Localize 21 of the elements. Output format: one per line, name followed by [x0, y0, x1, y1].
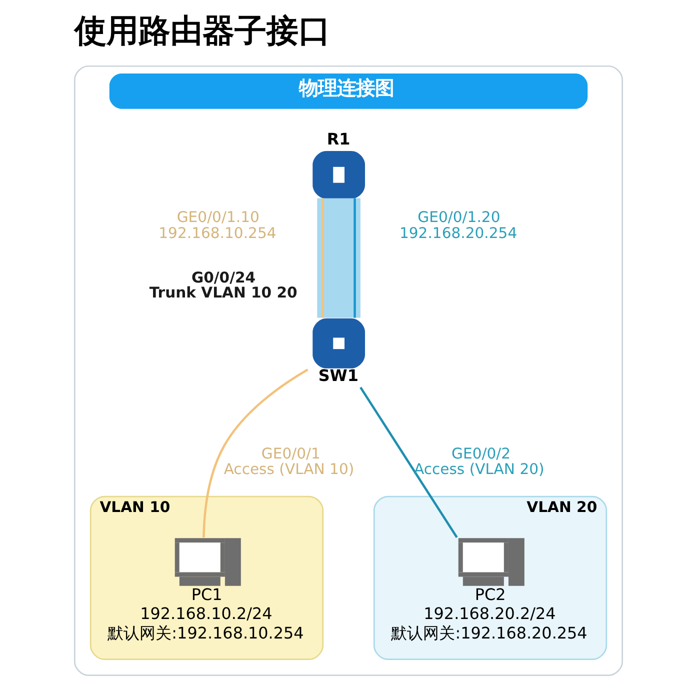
node-label: 默认网关:192.168.20.254: [391, 624, 588, 643]
node-box: [312, 318, 365, 368]
connector: [360, 386, 458, 538]
edge-label: GE0/0/2 Access (VLAN 20): [414, 445, 544, 478]
connector: [202, 368, 308, 538]
node-label: PC2: [474, 584, 506, 604]
node-label: R1: [326, 129, 350, 148]
edge-label: GE0/0/1.10 192.168.10.254: [158, 209, 276, 242]
node-label: SW1: [318, 366, 358, 386]
node-box: [312, 150, 365, 199]
edge-label: GE0/0/1.20 192.168.20.254: [399, 209, 518, 242]
node-label: PC1: [191, 584, 222, 604]
edge-label: G0/0/24 Trunk VLAN 10 20: [149, 270, 298, 302]
diagram-title: 使用路由器子接口: [74, 12, 331, 50]
connector: [354, 198, 356, 318]
edge-label: GE0/0/1 Access (VLAN 10): [224, 445, 354, 478]
node-label: 默认网关:192.168.10.254: [108, 624, 304, 643]
connector: [317, 198, 360, 318]
node-label: 192.168.10.2/24: [140, 604, 272, 624]
node-label: 192.168.20.2/24: [424, 604, 556, 624]
connector: [322, 198, 324, 318]
